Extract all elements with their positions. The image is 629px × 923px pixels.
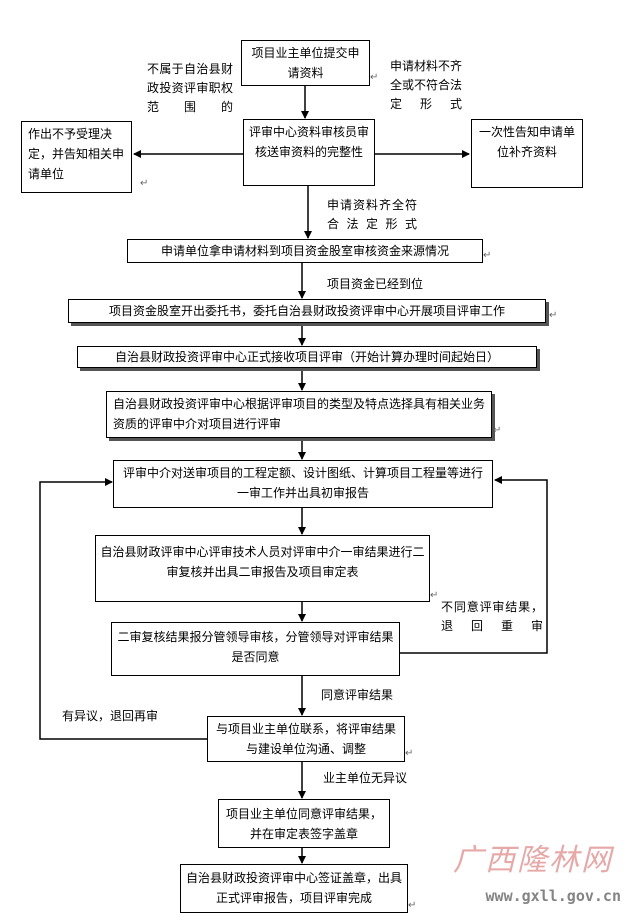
box-owner-sign: 项目业主单位同意评审结果，并在审定表签字盖章: [218, 799, 390, 848]
box-contact-owner: 与项目业主单位联系，将评审结果与建设单位沟通、调整: [207, 716, 405, 762]
paragraph-mark: ↵: [408, 900, 417, 911]
box-reject-decision: 作出不予受理决定，并告知相关申请单位: [21, 121, 132, 193]
box-final-report: 自治县财政投资评审中心签证盖章，出具正式评审报告，项目评审完成: [180, 864, 408, 913]
box-select-agency: 自治县财政投资评审中心根据评审项目的类型及特点选择具有相关业务资质的评审中介对项…: [106, 391, 492, 438]
paragraph-mark: ↵: [370, 72, 379, 83]
label-disagree: 不同意评审结果，退回重审: [441, 600, 543, 633]
label-agree: 同意评审结果: [321, 688, 394, 702]
box-funds-check: 申请单位拿申请材料到项目资金股室审核资金来源情况: [127, 239, 483, 263]
box-submit-application: 项目业主单位提交申请资料: [241, 40, 370, 86]
box-leader-approval: 二审复核结果报分管领导审核，分管领导对评审结果是否同意: [111, 622, 400, 676]
watermark-url: www.gxll.gov.cn: [485, 887, 621, 905]
paragraph-mark: ↵: [430, 590, 439, 601]
box-first-review: 评审中介对送审项目的工程定额、设计图纸、计算项目工程量等进行一审工作并出具初审报…: [113, 460, 493, 508]
label-no-objection: 业主单位无异议: [323, 771, 408, 785]
paragraph-mark: ↵: [483, 250, 492, 261]
label-funds-ready: 项目资金已经到位: [327, 277, 424, 291]
paragraph-mark: ↵: [140, 178, 149, 189]
box-formal-acceptance: 自治县财政投资评审中心正式接收项目评审（开始计算办理时间起始日）: [77, 346, 537, 368]
paragraph-mark: ↵: [405, 748, 414, 759]
watermark-site-name: 广西隆林网: [453, 843, 613, 878]
paragraph-mark: ↵: [493, 425, 502, 436]
arrow-objection-loop: [39, 478, 207, 740]
box-notify-supplement: 一次性告知申请单位补齐资料: [471, 119, 583, 188]
label-not-in-scope: 不属于自治县财政投资评审职权范围的: [147, 62, 233, 114]
box-second-review: 自治县财政评审中心评审技术人员对评审中介一审结果进行二审复核并出具二审报告及项目…: [95, 535, 430, 602]
arrow-disagree-loop: [400, 476, 548, 654]
box-commission-letter: 项目资金股室开出委托书，委托自治县财政投资评审中心开展项目评审工作: [68, 299, 546, 323]
label-incomplete: 申请材料不齐全或不符合法定形式: [390, 59, 463, 111]
paragraph-mark: ↵: [549, 310, 558, 321]
label-complete: 申请资料齐全符合法定形式: [327, 198, 417, 231]
box-review-completeness: 评审中心资料审核员审核送审资料的完整性: [243, 119, 375, 186]
label-objection: 有异议，退回再审: [62, 709, 159, 723]
